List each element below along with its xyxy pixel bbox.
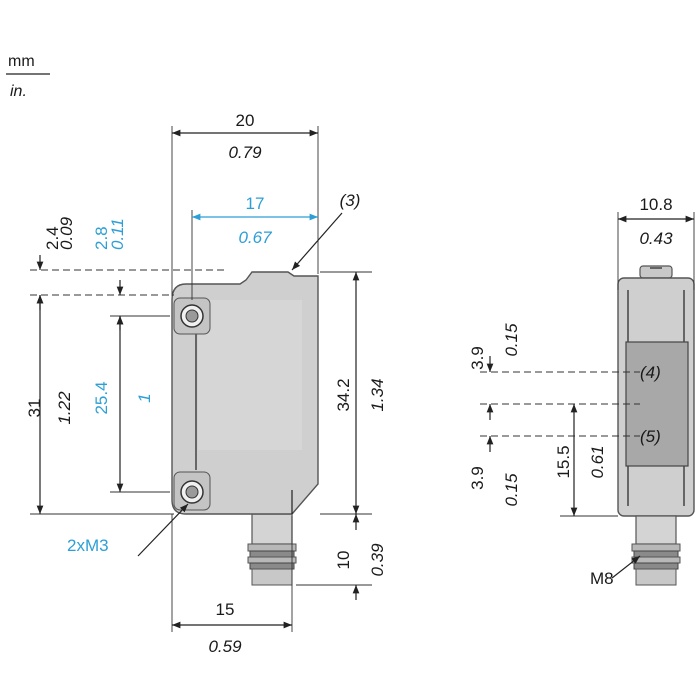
dim-hole-spacing-v-in: 1 (135, 393, 154, 402)
units-legend: mm in. (6, 53, 50, 100)
screw-hole-bottom (173, 471, 211, 511)
dim-hole-offset-in: 0.11 (108, 218, 127, 250)
side-view: 10.8 0.43 3.9 0.15 3.9 0.15 15.5 0.61 (4… (468, 195, 695, 588)
front-connector (247, 513, 297, 586)
dim-bottom-width-mm: 15 (216, 600, 235, 619)
dim-window-top-in: 0.15 (502, 323, 521, 357)
side-connector (631, 515, 681, 586)
connector-label: M8 (590, 569, 614, 588)
unit-in: in. (10, 83, 27, 100)
callout-3-leader (291, 212, 343, 271)
screw-hole-top (173, 297, 211, 335)
dim-window-height-mm: 15.5 (554, 445, 573, 478)
screw-label-leader (137, 503, 189, 557)
dim-window-height-in: 0.61 (588, 445, 607, 478)
dim-hole-spacing-h-in: 0.67 (238, 228, 272, 247)
connector-label-leader (611, 555, 641, 579)
dim-connector-length-mm: 10 (334, 551, 353, 570)
dim-height-body-in: 1.22 (55, 391, 74, 425)
front-view: 20 0.79 17 0.67 (3) 2.4 0.09 2.8 0.11 31… (25, 111, 387, 656)
unit-mm: mm (8, 53, 35, 70)
dim-bottom-width-in: 0.59 (208, 637, 242, 656)
screw-label: 2xM3 (67, 536, 109, 555)
dim-window-bottom-mm: 3.9 (468, 466, 487, 490)
dim-height-total-mm: 34.2 (334, 378, 353, 411)
dim-width-in: 0.79 (228, 143, 262, 162)
callout-5: (5) (640, 427, 661, 446)
dim-hole-spacing-v-mm: 25.4 (92, 381, 111, 414)
dim-height-total-in: 1.34 (368, 378, 387, 411)
dim-connector-length-in: 0.39 (368, 543, 387, 577)
dim-window-top-mm: 3.9 (468, 346, 487, 370)
callout-3: (3) (340, 191, 361, 210)
dim-hole-spacing-h-mm: 17 (246, 194, 265, 213)
callout-4: (4) (640, 363, 661, 382)
dim-side-width-mm: 10.8 (639, 195, 672, 214)
dim-hole-offset-mm: 2.8 (92, 226, 111, 250)
dim-top-offset-mm: 2.4 (43, 226, 62, 250)
dim-width-mm: 20 (236, 111, 255, 130)
dim-height-body-mm: 31 (25, 399, 44, 418)
dim-side-width-in: 0.43 (639, 229, 673, 248)
dim-window-bottom-in: 0.15 (502, 473, 521, 507)
dim-top-offset-in: 0.09 (57, 216, 76, 250)
